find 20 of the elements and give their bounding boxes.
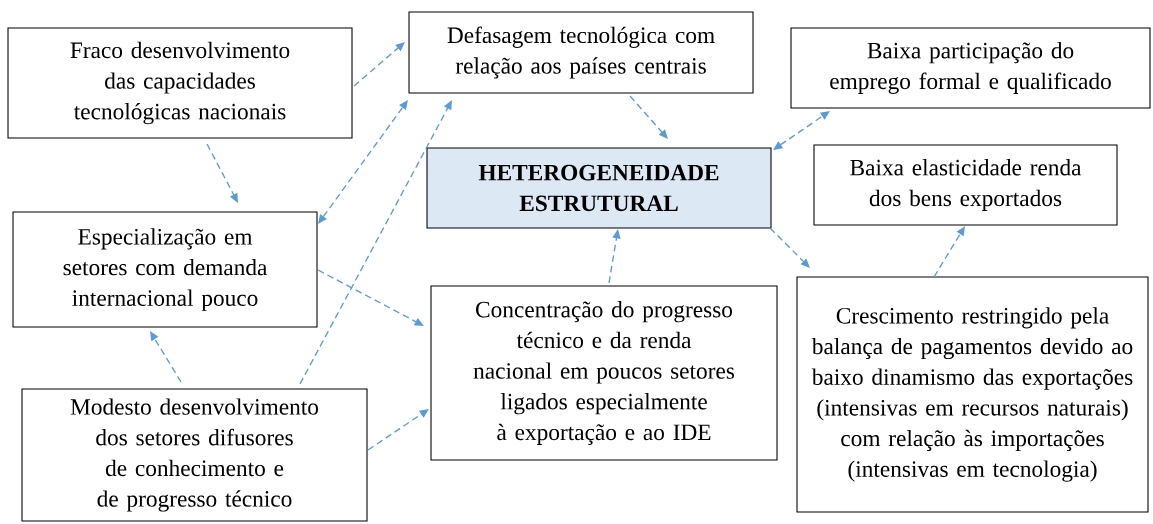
title-box: HETEROGENEIDADE ESTRUTURAL: [426, 147, 772, 229]
text-box: Crescimento restringido pela balança de pagamentos devido ao baixo dinamismo das exportações (intensivas em recursos naturais) com relação às importações (intensivas em tecnologia): [796, 276, 1149, 513]
text-box: Baixa participação do emprego formal e qualificado: [790, 27, 1151, 109]
text-box: Defasagem tecnológica com relação aos países centrais: [408, 11, 754, 94]
arrow: [206, 143, 238, 203]
text-box: Baixa elasticidade renda dos bens exportados: [813, 144, 1118, 226]
arrow: [629, 95, 668, 139]
arrow: [150, 331, 182, 383]
arrow: [773, 111, 830, 150]
text-box: Modesto desenvolvimento dos setores difusores de conhecimento e de progresso técnico: [21, 388, 368, 522]
arrow: [353, 42, 405, 87]
arrow: [299, 100, 452, 385]
arrow: [367, 409, 429, 451]
text-box: Concentração do progresso técnico e da renda nacional em poucos setores ligados especialmente à exportação e ao IDE: [430, 285, 778, 461]
arrow: [769, 227, 810, 268]
text-box: Especialização em setores com demanda internacional pouco: [12, 211, 318, 328]
arrow: [933, 226, 965, 278]
arrow: [317, 269, 424, 326]
arrow: [318, 100, 408, 224]
text-box: Fraco desenvolvimento das capacidades tecnológicas nacionais: [7, 27, 353, 139]
